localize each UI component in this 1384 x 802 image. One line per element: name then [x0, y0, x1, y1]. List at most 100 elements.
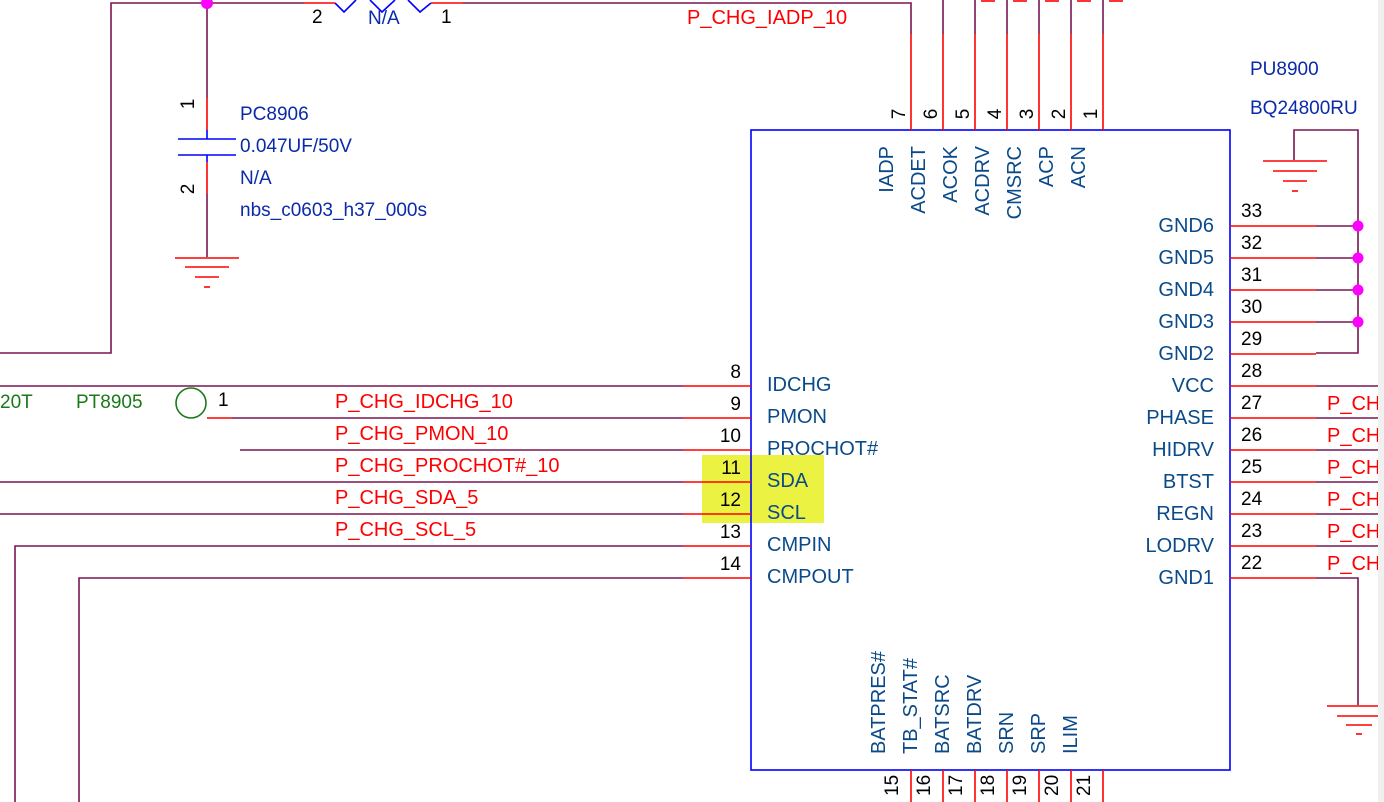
capacitor-refdes: PC8906	[240, 104, 309, 125]
resistor-value: N/A	[368, 8, 400, 29]
pin-number-4: 4	[985, 108, 1006, 119]
testpoint-partial-label: 20T	[0, 392, 33, 413]
pin-name-gnd4: GND4	[1158, 279, 1214, 301]
pin-name-gnd3: GND3	[1158, 311, 1214, 333]
pin-name-tb_stat-n: TB_STAT#	[900, 657, 922, 754]
pin-name-cmpin: CMPIN	[767, 534, 831, 556]
pin-number-11: 11	[721, 458, 741, 479]
pin-name-pmon: PMON	[767, 406, 827, 428]
capacitor-pin-1: 1	[178, 99, 199, 110]
pin-name-sda: SDA	[767, 470, 809, 492]
pin-name-gnd1: GND1	[1158, 567, 1214, 589]
resistor-symbol[interactable]	[334, 0, 432, 14]
pin-number-5: 5	[953, 109, 974, 120]
pin-number-10: 10	[720, 426, 741, 447]
pin-name-cmsrc: CMSRC	[1004, 146, 1026, 219]
net-label[interactable]: P_CH	[1327, 457, 1380, 479]
net-label[interactable]: P_CH	[1327, 489, 1380, 511]
right-gnd-bus	[1263, 129, 1384, 735]
pin-name-hidrv: HIDRV	[1152, 439, 1215, 461]
pin-name-acn: ACN	[1068, 146, 1090, 188]
testpoint-circle-icon[interactable]	[175, 387, 207, 419]
capacitor-value: 0.047UF/50V	[240, 136, 352, 157]
pin-number-30: 30	[1241, 297, 1262, 318]
net-label[interactable]: P_CH	[1327, 553, 1380, 575]
capacitor-symbol[interactable]	[178, 98, 236, 257]
pin-number-26: 26	[1241, 425, 1262, 446]
junction-dot	[1352, 284, 1364, 296]
pin-number-18: 18	[978, 775, 999, 796]
capacitor-population: N/A	[240, 168, 272, 189]
pin-name-acok: ACOK	[940, 145, 962, 202]
net-label[interactable]: P_CHG_PMON_10	[335, 423, 508, 445]
pin-number-22: 22	[1241, 553, 1262, 574]
pin-number-2: 2	[1049, 109, 1070, 120]
pin-number-16: 16	[914, 775, 935, 796]
resistor-pin-1: 1	[441, 7, 452, 28]
pin-name-srn: SRN	[996, 712, 1018, 754]
ground-symbol-cap	[175, 257, 239, 288]
pin-number-14: 14	[720, 554, 742, 575]
pin-number-24: 24	[1241, 489, 1263, 510]
net-label[interactable]: P_CH	[1327, 393, 1380, 415]
pin-name-batdrv: BATDRV	[964, 674, 986, 754]
pin-number-23: 23	[1241, 521, 1262, 542]
pin-number-6: 6	[921, 109, 942, 120]
pin-number-33: 33	[1241, 201, 1262, 222]
pin-number-8: 8	[730, 362, 741, 383]
pin-number-13: 13	[720, 522, 741, 543]
junction-dot	[201, 0, 213, 9]
pin-name-gnd5: GND5	[1158, 247, 1214, 269]
pin-number-25: 25	[1241, 457, 1262, 478]
pin-number-21: 21	[1074, 775, 1095, 796]
top-left-wires	[0, 2, 912, 354]
pin-number-7: 7	[889, 109, 910, 120]
pin-number-3: 3	[1017, 109, 1038, 120]
pin-name-acdet: ACDET	[908, 146, 930, 214]
junction-dot	[1352, 252, 1364, 264]
pin-number-19: 19	[1010, 775, 1031, 796]
ic-refdes: PU8900	[1250, 59, 1319, 80]
pin-name-lodrv: LODRV	[1145, 535, 1214, 557]
pin-name-gnd2: GND2	[1158, 343, 1214, 365]
pin-name-regn: REGN	[1156, 503, 1214, 525]
net-label[interactable]: P_CH	[1327, 521, 1380, 543]
pin-number-20: 20	[1042, 775, 1063, 796]
net-label[interactable]: P_CHG_PROCHOT#_10	[335, 455, 560, 477]
net-label-iadp[interactable]: P_CHG_IADP_10	[687, 7, 847, 29]
capacitor-pin-2: 2	[178, 184, 199, 195]
resistor-pin-2: 2	[312, 7, 323, 28]
net-label[interactable]: P_CHG_IDCHG_10	[335, 391, 513, 413]
pin-name-gnd6: GND6	[1158, 215, 1214, 237]
pin-name-vcc: VCC	[1172, 375, 1214, 397]
pin-number-28: 28	[1241, 361, 1262, 382]
net-label[interactable]: P_CHG_SDA_5	[335, 487, 478, 509]
pin-name-idchg: IDCHG	[767, 374, 831, 396]
capacitor-footprint: nbs_c0603_h37_000s	[240, 200, 427, 221]
pin-name-scl: SCL	[767, 502, 806, 524]
pin-name-srp: SRP	[1028, 713, 1050, 754]
pin-number-29: 29	[1241, 329, 1262, 350]
testpoint-refdes: PT8905	[76, 392, 143, 413]
top-pins	[910, 0, 1123, 130]
pin-number-15: 15	[882, 775, 903, 796]
pin-number-9: 9	[730, 394, 741, 415]
pin-number-12: 12	[720, 490, 741, 511]
pin-number-1: 1	[1081, 109, 1102, 120]
pin-number-31: 31	[1241, 265, 1262, 286]
junction-dot	[1352, 220, 1364, 232]
pin-number-32: 32	[1241, 233, 1262, 254]
net-label[interactable]: P_CHG_SCL_5	[335, 519, 476, 541]
testpoint-pin: 1	[218, 390, 229, 411]
pin-name-iadp: IADP	[876, 146, 898, 193]
scrollbar-strip[interactable]	[1378, 0, 1384, 802]
pin-name-batpres-n: BATPRES#	[868, 650, 890, 754]
junction-dot	[1352, 316, 1364, 328]
pin-name-batsrc: BATSRC	[932, 674, 954, 754]
net-label[interactable]: P_CH	[1327, 425, 1380, 447]
pin-name-acp: ACP	[1036, 146, 1058, 187]
pin-name-cmpout: CMPOUT	[767, 566, 854, 588]
pin-name-acdrv: ACDRV	[972, 145, 994, 215]
pin-name-ilim: ILIM	[1060, 715, 1082, 754]
